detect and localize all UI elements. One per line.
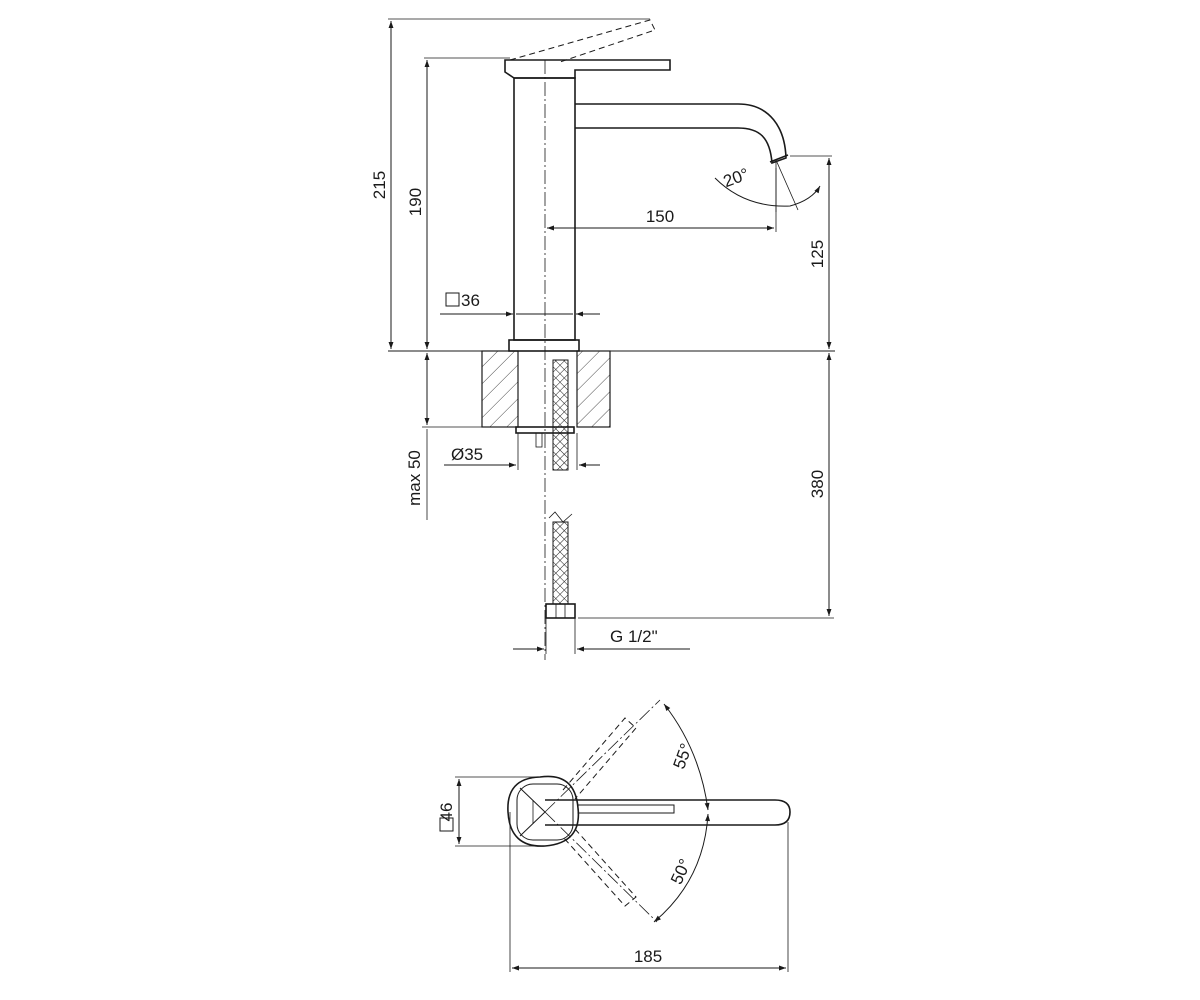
spout <box>575 103 787 165</box>
square-symbol-icon <box>439 817 454 832</box>
dim-380: 380 <box>808 470 827 498</box>
counter-section-right <box>576 350 611 428</box>
side-view: 215 190 150 20° 125 36 Ø35 max <box>370 18 835 660</box>
dim-46: 46 <box>437 803 456 822</box>
rot-axis-down <box>544 811 658 923</box>
counter-section-left <box>481 350 519 428</box>
angle-arc-50 <box>653 813 711 923</box>
base-ring <box>508 339 580 352</box>
base-square-inner <box>516 783 574 841</box>
dim-angle-55: 55° <box>670 741 697 772</box>
lever-rotated-down <box>562 828 637 907</box>
lever-rotated-up <box>562 717 637 800</box>
square-symbol-icon <box>445 292 460 307</box>
dim-150: 150 <box>646 207 674 226</box>
dim-thread: G 1/2" <box>610 627 658 646</box>
dim-36: 36 <box>461 291 480 310</box>
dim-185: 185 <box>634 947 662 966</box>
braided-hose-lower <box>552 521 569 605</box>
base-square-outer <box>507 775 580 847</box>
dim-d35: Ø35 <box>451 445 483 464</box>
aerator <box>769 154 789 163</box>
mounting-nut <box>515 426 575 434</box>
dim-angle-20: 20° <box>721 165 752 192</box>
lever-slot <box>577 804 675 814</box>
dim-angle-50: 50° <box>667 856 695 887</box>
top-view: 55° 50° 46 185 <box>437 699 791 972</box>
faucet-body <box>513 77 576 341</box>
angle-arc-20 <box>714 177 821 207</box>
braided-hose <box>552 359 569 471</box>
threaded-rod <box>535 432 543 448</box>
cartridge-mark <box>519 787 546 837</box>
hose-break-mark <box>548 511 573 523</box>
dim-215: 215 <box>370 171 389 199</box>
dim-max50: max 50 <box>405 450 424 506</box>
lever-open <box>509 19 656 63</box>
angle-ref-line <box>775 159 799 211</box>
angle-arc-55 <box>663 703 710 811</box>
dim-190: 190 <box>406 188 425 216</box>
hose-fitting <box>545 603 576 619</box>
rot-axis-up <box>544 699 661 813</box>
lever-closed <box>504 59 671 79</box>
dim-125: 125 <box>808 240 827 268</box>
lever-top <box>545 799 791 826</box>
